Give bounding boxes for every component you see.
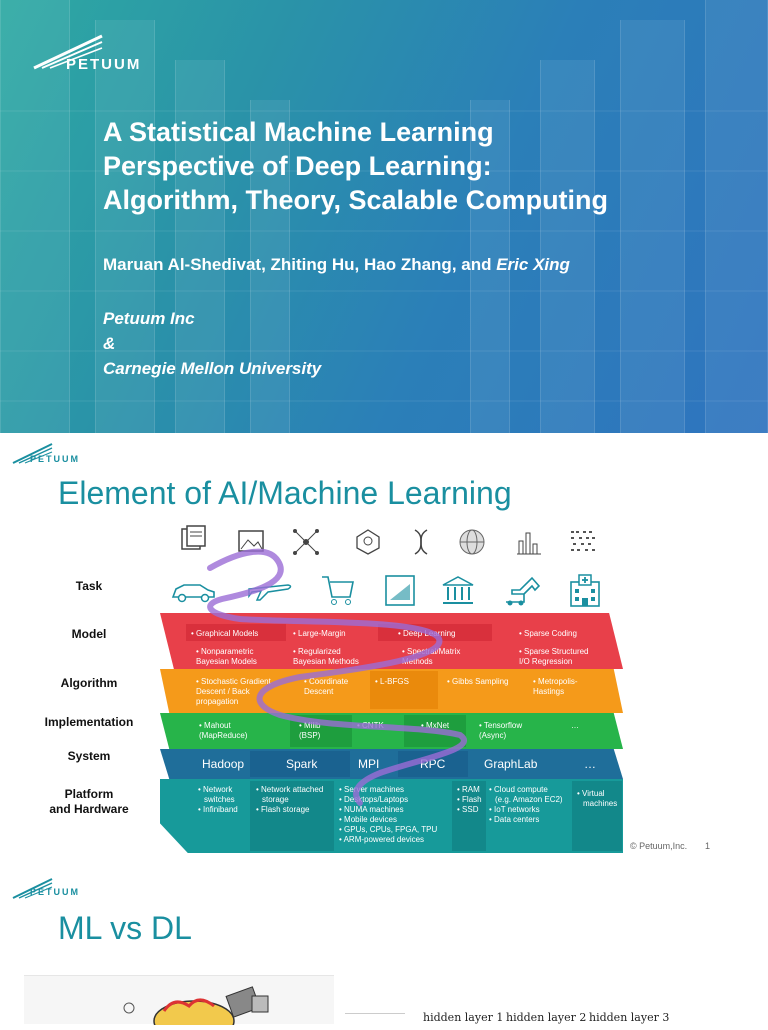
affiliation-amp: & <box>103 334 116 353</box>
bar-chart-icon <box>517 532 541 555</box>
implementation-item: • Mllib(BSP) <box>299 721 321 740</box>
element-of-ml-slide: PETUUM Element of AI/Machine Learning Ta… <box>0 433 768 868</box>
row-label-algorithm: Algorithm <box>60 676 118 690</box>
title-slide: PETUUM A Statistical Machine Learning Pe… <box>0 0 768 433</box>
title-line: Algorithm, Theory, Scalable Computing <box>103 185 609 215</box>
algorithm-item: • L-BFGS <box>375 677 409 686</box>
excavator-icon <box>506 576 541 606</box>
purple-path-annotation <box>207 548 467 806</box>
system-item: MPI <box>358 757 380 771</box>
social-graph-icon <box>356 529 380 555</box>
system-item: GraphLab <box>484 757 538 771</box>
binary-data-icon <box>571 531 595 551</box>
shopping-cart-icon <box>322 576 354 605</box>
system-item: … <box>584 757 596 771</box>
system-item: Spark <box>286 757 318 771</box>
cartoon-illustration-icon <box>123 986 269 1030</box>
ml-vs-dl-slide: PETUUM ML vs DL hidden layer 1 hidden la… <box>0 868 768 1030</box>
solar-panel-icon <box>385 575 415 606</box>
row-label-model: Model <box>71 627 107 641</box>
server-rack-bg <box>620 20 685 433</box>
layer-label: hidden layer 2 <box>506 1011 587 1024</box>
system-layer <box>160 749 623 779</box>
model-item: • Graphical Models <box>191 629 259 638</box>
logo-wordmark: PETUUM <box>30 454 80 464</box>
affiliation-1: Petuum Inc <box>103 309 195 328</box>
petuum-logo-icon <box>12 878 53 899</box>
server-rack-bg <box>540 60 595 433</box>
affiliations: Petuum Inc & Carnegie Mellon University <box>103 306 321 381</box>
car-icon <box>171 584 215 603</box>
hospital-icon <box>570 574 600 607</box>
implementation-item: • MxNet <box>421 721 450 730</box>
server-rack-bg <box>250 100 290 433</box>
slide-title: A Statistical Machine Learning Perspecti… <box>103 115 608 217</box>
server-rack-bg <box>95 20 155 433</box>
row-label-system: System <box>67 749 111 763</box>
algorithm-item: • Gibbs Sampling <box>447 677 509 686</box>
petuum-logo-icon <box>33 34 103 70</box>
server-rack-bg <box>0 0 70 433</box>
ml-cartoon-image <box>24 975 334 1030</box>
page-number: 1 <box>705 841 711 851</box>
row-label-task: Task <box>75 579 103 593</box>
platform-item: • Server machines• Desktops/Laptops• NUM… <box>339 785 438 844</box>
petuum-logo-icon <box>12 443 53 464</box>
bank-icon <box>442 576 474 604</box>
logo-wordmark: PETUUM <box>30 887 80 897</box>
author-emphasized: Eric Xing <box>496 255 570 274</box>
implementation-layer <box>160 713 623 749</box>
title-line: Perspective of Deep Learning: <box>103 151 492 181</box>
authors-list: Maruan Al-Shedivat, Zhiting Hu, Hao Zhan… <box>103 255 497 274</box>
model-item: • Large-Margin <box>293 629 346 638</box>
affiliation-2: Carnegie Mellon University <box>103 359 322 378</box>
layer-label: hidden layer 1 <box>423 1011 504 1024</box>
model-item: • Sparse Coding <box>519 629 577 638</box>
dna-icon <box>414 529 428 555</box>
server-rack-bg <box>470 100 510 433</box>
footer-copyright: © Petuum,Inc. <box>630 841 688 851</box>
implementation-item: … <box>571 721 579 730</box>
platform-item: • Cloud compute(e.g. Amazon EC2)• IoT ne… <box>489 785 563 824</box>
algorithm-item: • Metropolis-Hastings <box>533 677 578 696</box>
row-label-implementation: Implementation <box>44 715 134 729</box>
title-line: A Statistical Machine Learning <box>103 117 494 147</box>
network-icon <box>293 529 319 555</box>
system-item: Hadoop <box>202 757 245 771</box>
documents-icon <box>181 525 206 550</box>
slide-title: Element of AI/Machine Learning <box>58 475 512 511</box>
server-rack-bg <box>705 0 768 433</box>
authors: Maruan Al-Shedivat, Zhiting Hu, Hao Zhan… <box>103 255 570 275</box>
slide-title: ML vs DL <box>58 910 192 946</box>
logo-wordmark: PETUUM <box>66 56 142 73</box>
platform-item: • RAM• Flash• SSD <box>457 785 482 814</box>
implementation-item: • Tensorflow(Async) <box>479 721 523 740</box>
globe-icon <box>459 529 485 555</box>
platform-layer <box>160 779 623 853</box>
implementation-item: • Mahout(MapReduce) <box>199 721 248 740</box>
server-rack-bg <box>175 60 225 433</box>
layer-label: hidden layer 3 <box>589 1011 670 1024</box>
